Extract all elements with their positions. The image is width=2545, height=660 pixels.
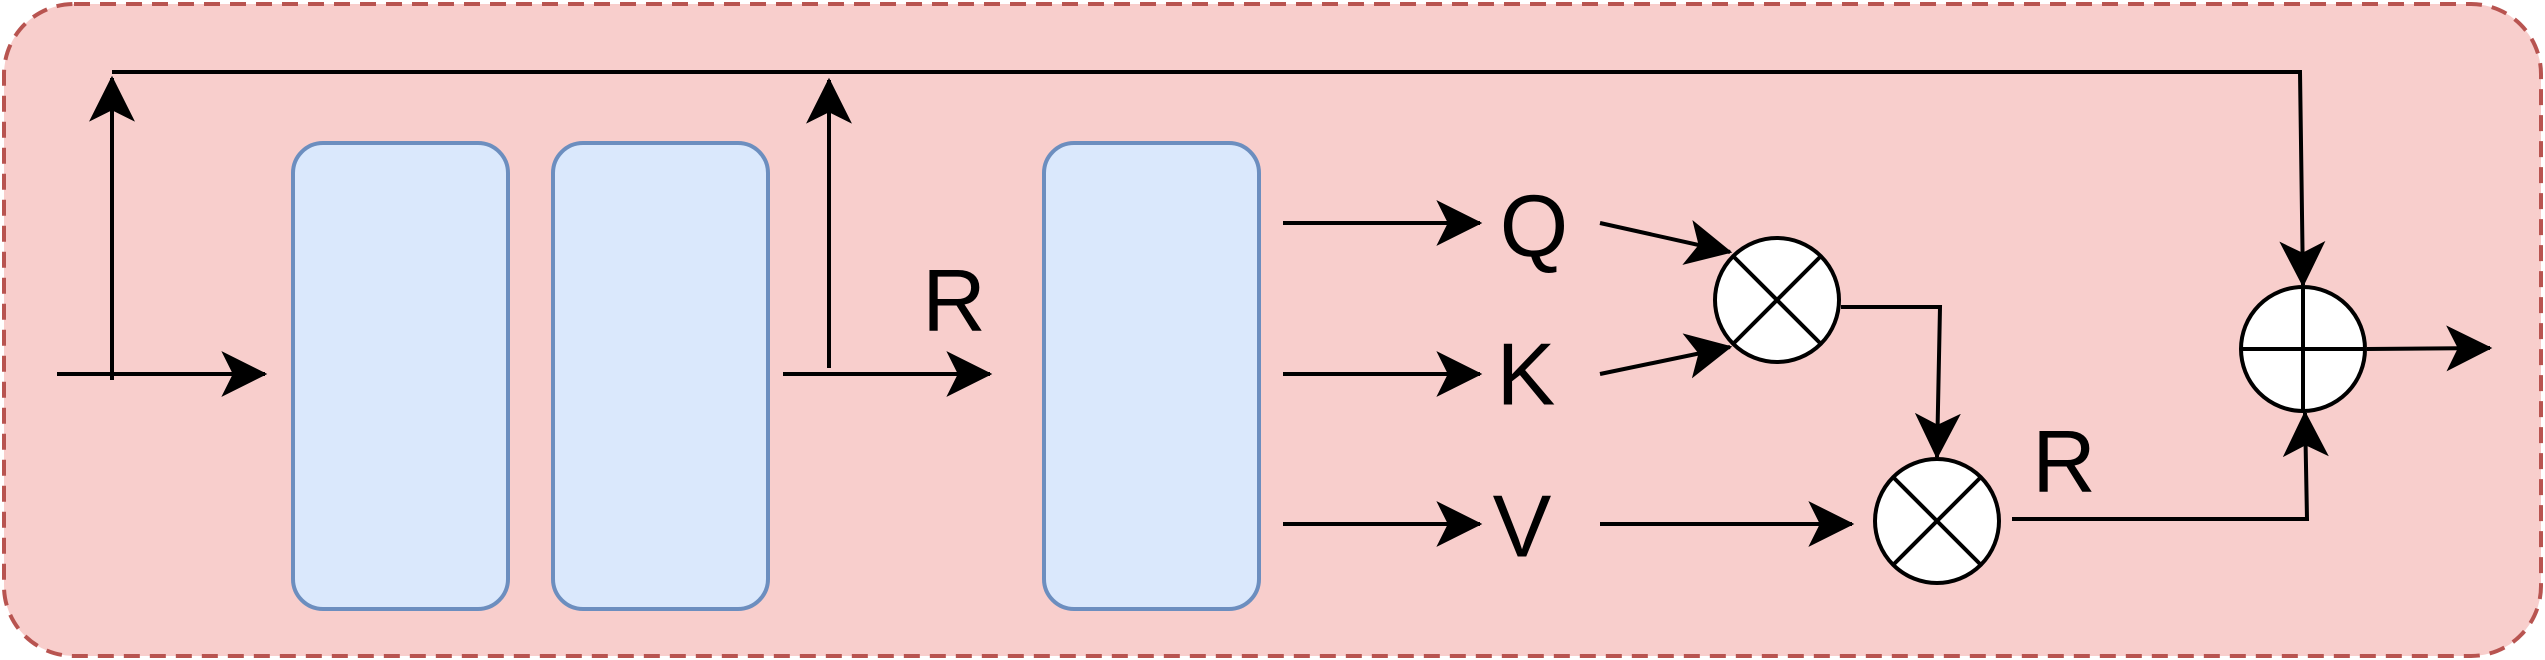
label-q: Q <box>1500 177 1568 276</box>
label-r-mid: R <box>922 251 986 350</box>
multiply-icon <box>1873 457 2001 585</box>
label-r-right: R <box>2032 412 2096 511</box>
k-to-multiply <box>1599 333 1733 379</box>
attention-to-add <box>2012 410 2329 521</box>
q-to-multiply <box>1599 220 1733 265</box>
skip-connection-line <box>112 70 2326 288</box>
label-v: V <box>1493 477 1552 576</box>
block-2 <box>551 141 770 611</box>
block-3 <box>1042 141 1261 611</box>
multiply-icon <box>1713 236 1841 364</box>
label-k: K <box>1497 325 1556 424</box>
add-icon <box>2239 285 2367 413</box>
block-1 <box>291 141 510 611</box>
output-arrow <box>2366 325 2493 372</box>
scores-to-multiply <box>1841 305 1961 460</box>
